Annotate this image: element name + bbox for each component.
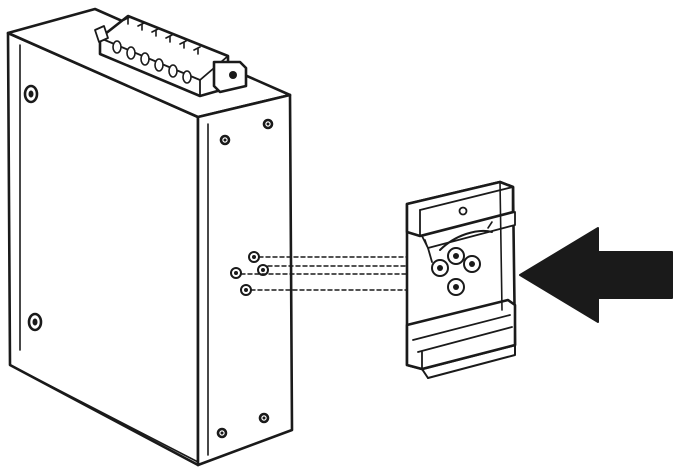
- front-screw-top: [23, 84, 39, 104]
- din-rail-clip: [405, 180, 517, 379]
- clip-screw-3: [463, 255, 481, 273]
- arrow-left-icon: [519, 227, 673, 323]
- clip-screw-4: [447, 278, 465, 296]
- side-screw-top-left: [219, 134, 231, 146]
- side-screw-bottom-right: [258, 412, 270, 424]
- clip-screw-2: [431, 259, 449, 277]
- terminal-block-connector: [94, 14, 248, 98]
- clip-screw-1: [447, 247, 465, 265]
- clip-screws: [431, 247, 481, 296]
- front-screw-bottom: [27, 312, 43, 332]
- terminal-pins: [112, 16, 201, 84]
- side-screw-top-right: [262, 118, 274, 130]
- device-enclosure: [6, 7, 294, 467]
- device-side-face: [196, 93, 294, 467]
- side-screw-bottom-left: [216, 427, 228, 439]
